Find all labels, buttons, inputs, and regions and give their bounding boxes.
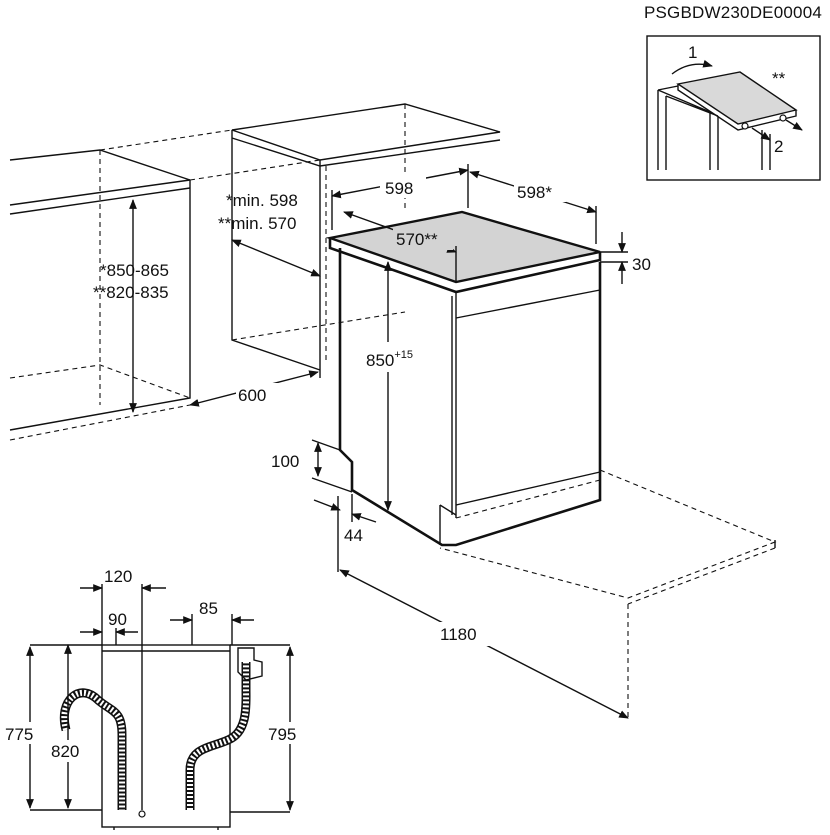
plinth-recess-arrow-left [313, 499, 341, 511]
inset-rails [657, 89, 719, 117]
plinth-recess-arrow-right [351, 513, 377, 523]
floor-door-area-edge [627, 547, 776, 605]
inset-screw [779, 114, 787, 122]
niche-width-star: *min. 598 [226, 191, 298, 210]
inset-arrow-1 [671, 59, 713, 75]
inlet-hose-right [185, 662, 251, 810]
inset-worktop-edge [677, 84, 797, 131]
plinth-height-label: 100 [271, 452, 299, 471]
depth-star-label: 598* [517, 183, 552, 202]
dim-820-label: 820 [51, 742, 79, 761]
dishwasher-body-outline [338, 248, 602, 547]
inset-screw [741, 122, 749, 130]
cabinet-floor-line [9, 404, 191, 441]
cabinet-top-outline [9, 149, 191, 206]
cabinet-top-edge [9, 187, 191, 215]
plinth-edge [439, 504, 457, 545]
inset-arrow-2a [751, 127, 771, 141]
dim-820-label-bg [50, 740, 90, 762]
inlet-connector [237, 647, 263, 681]
cabinet-top-hidden-link [99, 129, 233, 151]
dishwasher [325, 210, 602, 547]
niche-width-dimension [231, 239, 321, 277]
top-thickness-extensions [600, 251, 628, 263]
width-label-bg [380, 176, 426, 198]
cabinet-height-star: *850-865 [100, 261, 169, 280]
dishwasher-worktop [325, 210, 601, 284]
depth-star-label-bg [514, 180, 566, 202]
rear-right-extensions [230, 644, 290, 813]
top-thickness-label: 30 [632, 255, 651, 274]
appliance-height-label: 850+15 [366, 349, 413, 370]
depth-double-star-label-bg [393, 228, 453, 250]
worktop-removal-inset: 1 2 ** [646, 35, 821, 181]
niche-hidden-lines [231, 104, 406, 341]
dim-90-label: 90 [108, 610, 127, 629]
rear-foot [138, 810, 146, 818]
door-open-label-bg [436, 622, 492, 646]
door-panel-line [455, 289, 601, 319]
width-label: 598 [385, 179, 413, 198]
niche-top-edge [231, 137, 501, 167]
inset-side-posts [709, 112, 771, 170]
dim-85-label: 85 [199, 599, 218, 618]
rear-view [30, 644, 290, 830]
inset-frame [646, 35, 821, 181]
niche-top [231, 103, 501, 161]
width-extension-lines [331, 164, 469, 230]
inset-step-2: 2 [774, 137, 783, 156]
door-hidden-line [455, 479, 601, 519]
dim-795-label-bg [268, 722, 308, 744]
inlet-hose-right-ribs [187, 662, 250, 810]
dim-775-label-bg [4, 722, 44, 744]
dim-85-extensions [191, 614, 233, 645]
reference-code: PSGBDW230DE00004 [644, 3, 822, 22]
plinth-recess-label: 44 [344, 526, 363, 545]
dim-120-label: 120 [104, 567, 132, 586]
inset-left-post [657, 85, 679, 170]
cabinet-top-hidden-link-2 [189, 159, 321, 181]
dim-795-label: 795 [268, 725, 296, 744]
dim-775-label: 775 [5, 725, 33, 744]
plinth-extension-lines [311, 439, 353, 493]
cabinet-height-double-star: **820-835 [93, 283, 169, 302]
depth-double-star-label: 570** [396, 230, 438, 249]
cabinet-depth-label-bg [236, 383, 278, 405]
cabinet-floor-hidden [9, 364, 191, 399]
inset-step-1: 1 [688, 43, 697, 62]
niche-width-double-star: **min. 570 [218, 214, 296, 233]
dishwasher-door-edge [451, 292, 457, 518]
door-bottom-line [455, 471, 601, 506]
plinth-recess-extensions [337, 494, 353, 572]
inset-arrow-2b [785, 119, 803, 131]
niche-side [231, 130, 321, 371]
cabinet-depth-label: 600 [238, 386, 266, 405]
door-open-label: 1180 [440, 625, 477, 644]
inset-marker: ** [772, 69, 786, 88]
appliance-height-label-bg [350, 342, 432, 372]
